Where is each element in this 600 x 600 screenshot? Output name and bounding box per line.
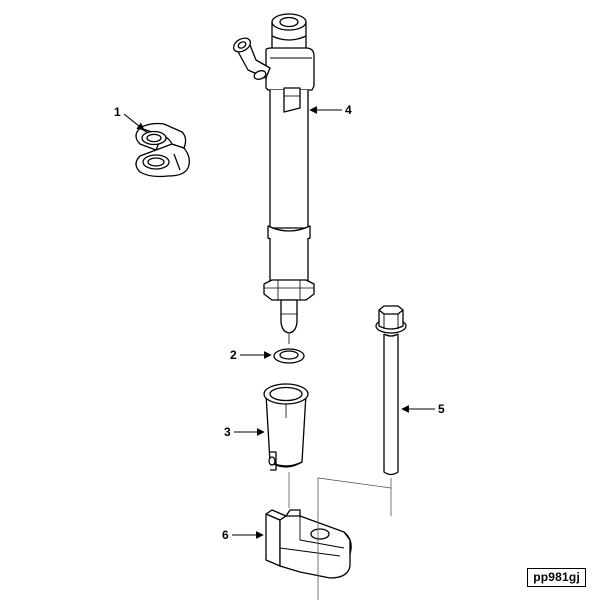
injector-part — [232, 13, 315, 344]
svg-text:3: 3 — [224, 425, 231, 439]
injector-sleeve-part — [263, 383, 309, 471]
svg-text:2: 2 — [230, 348, 237, 362]
callout-2: 2 — [230, 348, 272, 362]
hold-down-fork-part — [265, 509, 352, 579]
assembly-guide-lines — [288, 472, 392, 600]
clamp-part — [135, 122, 190, 178]
svg-text:5: 5 — [438, 402, 445, 416]
svg-text:4: 4 — [345, 103, 352, 117]
callout-3: 3 — [224, 425, 265, 439]
callout-1: 1 — [114, 105, 145, 131]
callout-6: 6 — [222, 528, 264, 542]
capscrew-part — [375, 305, 407, 476]
callout-5: 5 — [401, 402, 445, 416]
callout-4: 4 — [309, 103, 352, 117]
svg-text:1: 1 — [114, 105, 121, 119]
figure-reference-code: pp981gj — [527, 568, 586, 587]
svg-text:6: 6 — [222, 528, 229, 542]
sealing-washer-part — [273, 348, 305, 364]
